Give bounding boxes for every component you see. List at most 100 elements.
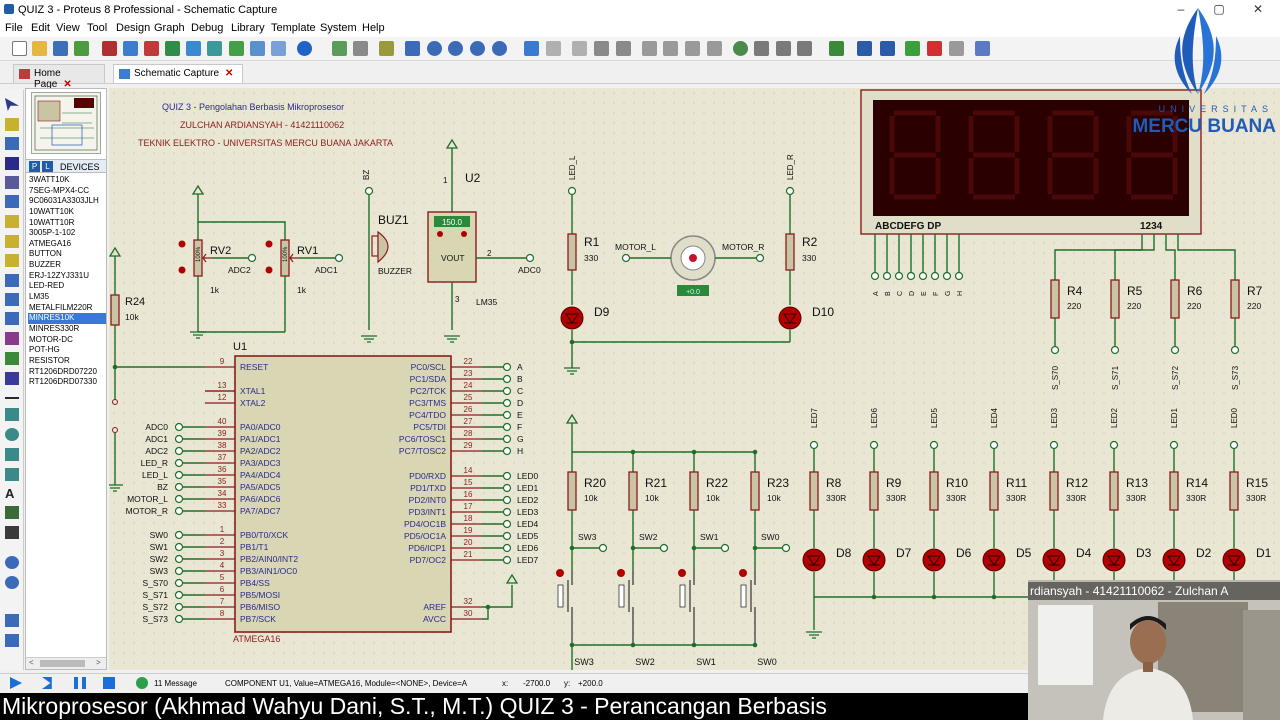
menu-library[interactable]: Library: [231, 22, 265, 34]
menu-debug[interactable]: Debug: [191, 22, 224, 34]
new-sheet-icon[interactable]: [905, 41, 920, 56]
block-rotate-icon[interactable]: [685, 41, 700, 56]
device-list-item[interactable]: RT1206DRD07220: [29, 366, 97, 376]
schematic-icon[interactable]: [123, 41, 138, 56]
wire-autorouter-icon[interactable]: [829, 41, 844, 56]
scroll-right-icon[interactable]: >: [96, 658, 101, 667]
virtual-instruments-icon[interactable]: [5, 372, 19, 385]
decompose-icon[interactable]: [797, 41, 812, 56]
menu-file[interactable]: File: [5, 22, 23, 34]
pan-icon[interactable]: [405, 41, 420, 56]
undo-icon[interactable]: [524, 41, 539, 56]
menu-edit[interactable]: Edit: [31, 22, 50, 34]
subcircuit-icon[interactable]: [5, 215, 19, 228]
schematic-canvas[interactable]: QUIZ 3 - Pengolahan Berbasis Mikroproses…: [109, 88, 1280, 670]
bom-icon[interactable]: [229, 41, 244, 56]
menu-design[interactable]: Design: [116, 22, 151, 34]
new-file-icon[interactable]: [12, 41, 27, 56]
close-button[interactable]: ✕: [1252, 2, 1264, 16]
menu-template[interactable]: Template: [271, 22, 316, 34]
device-list-item[interactable]: BUZZER: [29, 260, 61, 270]
remove-sheet-icon[interactable]: [927, 41, 942, 56]
home-icon[interactable]: [102, 41, 117, 56]
3d-view-icon[interactable]: [165, 41, 180, 56]
property-assignment-icon[interactable]: [880, 41, 895, 56]
help-icon[interactable]: [297, 41, 312, 56]
minimize-button[interactable]: –: [1177, 2, 1185, 16]
marker-icon[interactable]: [5, 526, 19, 539]
save-icon[interactable]: [53, 41, 68, 56]
device-list-item[interactable]: 3005P-1-102: [29, 228, 76, 238]
device-list-item[interactable]: POT-HG: [29, 345, 60, 355]
text-script-icon[interactable]: [5, 176, 19, 189]
menu-view[interactable]: View: [56, 22, 80, 34]
graph-icon[interactable]: [5, 274, 19, 287]
device-list-item[interactable]: ERJ-12ZYJ331U: [29, 270, 90, 280]
step-icon[interactable]: [42, 677, 52, 689]
library-manager-button[interactable]: L: [42, 161, 53, 172]
menu-tool[interactable]: Tool: [87, 22, 108, 34]
device-list-item[interactable]: 10WATT10K: [29, 206, 74, 216]
tab-home-page[interactable]: Home Page✕: [13, 64, 105, 90]
device-list-item[interactable]: BUTTON: [29, 249, 62, 259]
device-list-item[interactable]: RT1206DRD07330: [29, 377, 97, 387]
block-copy-icon[interactable]: [642, 41, 657, 56]
devices-scrollbar[interactable]: < >: [26, 657, 106, 669]
stop-icon[interactable]: [103, 677, 115, 689]
pause-icon[interactable]: [74, 677, 86, 689]
mirror-x-icon[interactable]: [5, 614, 19, 627]
menu-graph[interactable]: Graph: [154, 22, 185, 34]
zoom-out-icon[interactable]: [448, 41, 463, 56]
redo-icon[interactable]: [546, 41, 561, 56]
pcb-icon[interactable]: [144, 41, 159, 56]
source-code-icon[interactable]: [250, 41, 265, 56]
terminals-icon[interactable]: [5, 235, 19, 248]
wire-label-icon[interactable]: [5, 157, 19, 170]
close-tab-icon[interactable]: ✕: [63, 79, 72, 90]
device-list-item[interactable]: RESISTOR: [29, 355, 70, 365]
maximize-button[interactable]: ▢: [1213, 2, 1225, 16]
path-icon[interactable]: [5, 468, 19, 481]
cut-icon[interactable]: [572, 41, 587, 56]
device-list-item[interactable]: LED-RED: [29, 281, 65, 291]
scroll-thumb[interactable]: [40, 660, 85, 667]
block-move-icon[interactable]: [663, 41, 678, 56]
rotate-ccw-icon[interactable]: [5, 576, 19, 589]
device-list-item[interactable]: METALFILM220R: [29, 302, 93, 312]
menu-help[interactable]: Help: [362, 22, 385, 34]
voltage-probe-icon[interactable]: [5, 332, 19, 345]
text-icon[interactable]: A: [5, 486, 15, 501]
generator-icon[interactable]: [5, 312, 19, 325]
component-mode-icon[interactable]: [5, 118, 19, 131]
search-tag-icon[interactable]: [857, 41, 872, 56]
buses-icon[interactable]: [5, 195, 19, 208]
play-icon[interactable]: [10, 677, 22, 689]
make-device-icon[interactable]: [754, 41, 769, 56]
symbol-icon[interactable]: [5, 506, 19, 519]
line-icon[interactable]: [5, 397, 19, 399]
circle-icon[interactable]: [5, 428, 19, 441]
grid-icon[interactable]: [353, 41, 368, 56]
refresh-icon[interactable]: [332, 41, 347, 56]
arc-icon[interactable]: [5, 448, 19, 461]
device-list-item[interactable]: 3WATT10K: [29, 175, 70, 184]
rotate-cw-icon[interactable]: [5, 556, 19, 569]
device-list-item[interactable]: MINRES10K: [28, 313, 106, 324]
box-icon[interactable]: [5, 408, 19, 421]
exit-to-parent-icon[interactable]: [949, 41, 964, 56]
menu-system[interactable]: System: [320, 22, 357, 34]
notes-icon[interactable]: [271, 41, 286, 56]
device-pins-icon[interactable]: [5, 254, 19, 267]
device-list-item[interactable]: MINRES330R: [29, 323, 80, 333]
tape-recorder-icon[interactable]: [5, 293, 19, 306]
device-list-item[interactable]: LM35: [29, 292, 50, 302]
open-folder-icon[interactable]: [32, 41, 47, 56]
gerber-icon[interactable]: [186, 41, 201, 56]
paste-icon[interactable]: [616, 41, 631, 56]
zoom-in-icon[interactable]: [427, 41, 442, 56]
block-delete-icon[interactable]: [707, 41, 722, 56]
zoom-area-icon[interactable]: [492, 41, 507, 56]
pick-device-icon[interactable]: [733, 41, 748, 56]
close-tab-icon[interactable]: ✕: [225, 68, 234, 79]
packaging-tool-icon[interactable]: [776, 41, 791, 56]
